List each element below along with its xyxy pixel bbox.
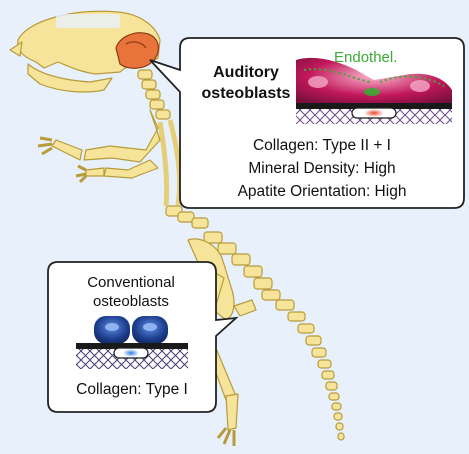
skull-highlight (56, 14, 120, 28)
auditory-title-line2: osteoblasts (202, 85, 291, 102)
auditory-callout: Endothel. Auditory osteoblasts Collagen:… (149, 37, 465, 209)
conventional-title-line2: osteoblasts (93, 293, 169, 310)
auditory-title-line1: Auditory (213, 64, 279, 81)
auditory-mineral-line: Mineral Density: High (248, 160, 395, 177)
conventional-title-line1: Conventional (87, 274, 175, 291)
auditory-bulla-icon (115, 32, 159, 69)
conventional-osteoblast-illustration (76, 316, 188, 369)
conventional-collagen-line: Collagen: Type I (76, 381, 188, 398)
forelimb (83, 109, 161, 163)
endothelial-label: Endothel. (334, 49, 397, 66)
auditory-apatite-line: Apatite Orientation: High (238, 183, 407, 200)
conventional-callout: Conventional osteoblasts Collagen: Type … (47, 261, 239, 413)
auditory-osteoblast-illustration (296, 57, 452, 124)
skeleton (9, 10, 345, 446)
auditory-collagen-line: Collagen: Type II + I (253, 137, 391, 154)
lower-jaw (27, 63, 113, 93)
